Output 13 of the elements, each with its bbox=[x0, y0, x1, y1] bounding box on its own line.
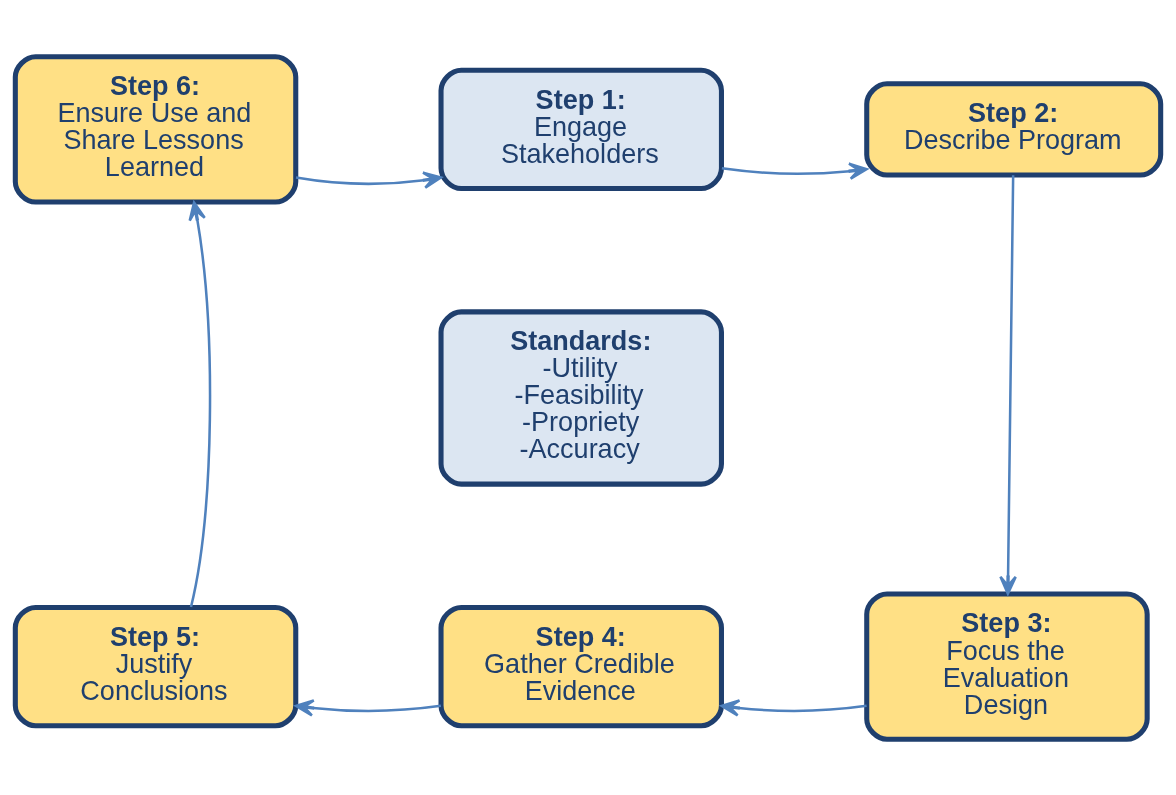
node-box: Step 4: Gather Credible Evidence bbox=[438, 604, 724, 728]
arrow bbox=[720, 698, 867, 717]
node-box: Standards: -Utility -Feasibility -Propriety -Accuracy bbox=[438, 308, 724, 487]
node-box: Step 5: Justify Conclusions bbox=[12, 604, 299, 728]
arrow bbox=[295, 170, 443, 189]
arrow bbox=[188, 200, 212, 607]
arrow bbox=[294, 698, 442, 717]
node-box: Step 2: Describe Program bbox=[864, 80, 1164, 178]
node-box: Step 6: Ensure Use and Share Lessons Learned bbox=[12, 53, 299, 205]
node-box: Step 1: Engage Stakeholders bbox=[438, 67, 724, 191]
arrow bbox=[721, 161, 868, 180]
node-box: Step 3: Focus the Evaluation Design bbox=[864, 590, 1150, 742]
arrow bbox=[999, 174, 1017, 595]
